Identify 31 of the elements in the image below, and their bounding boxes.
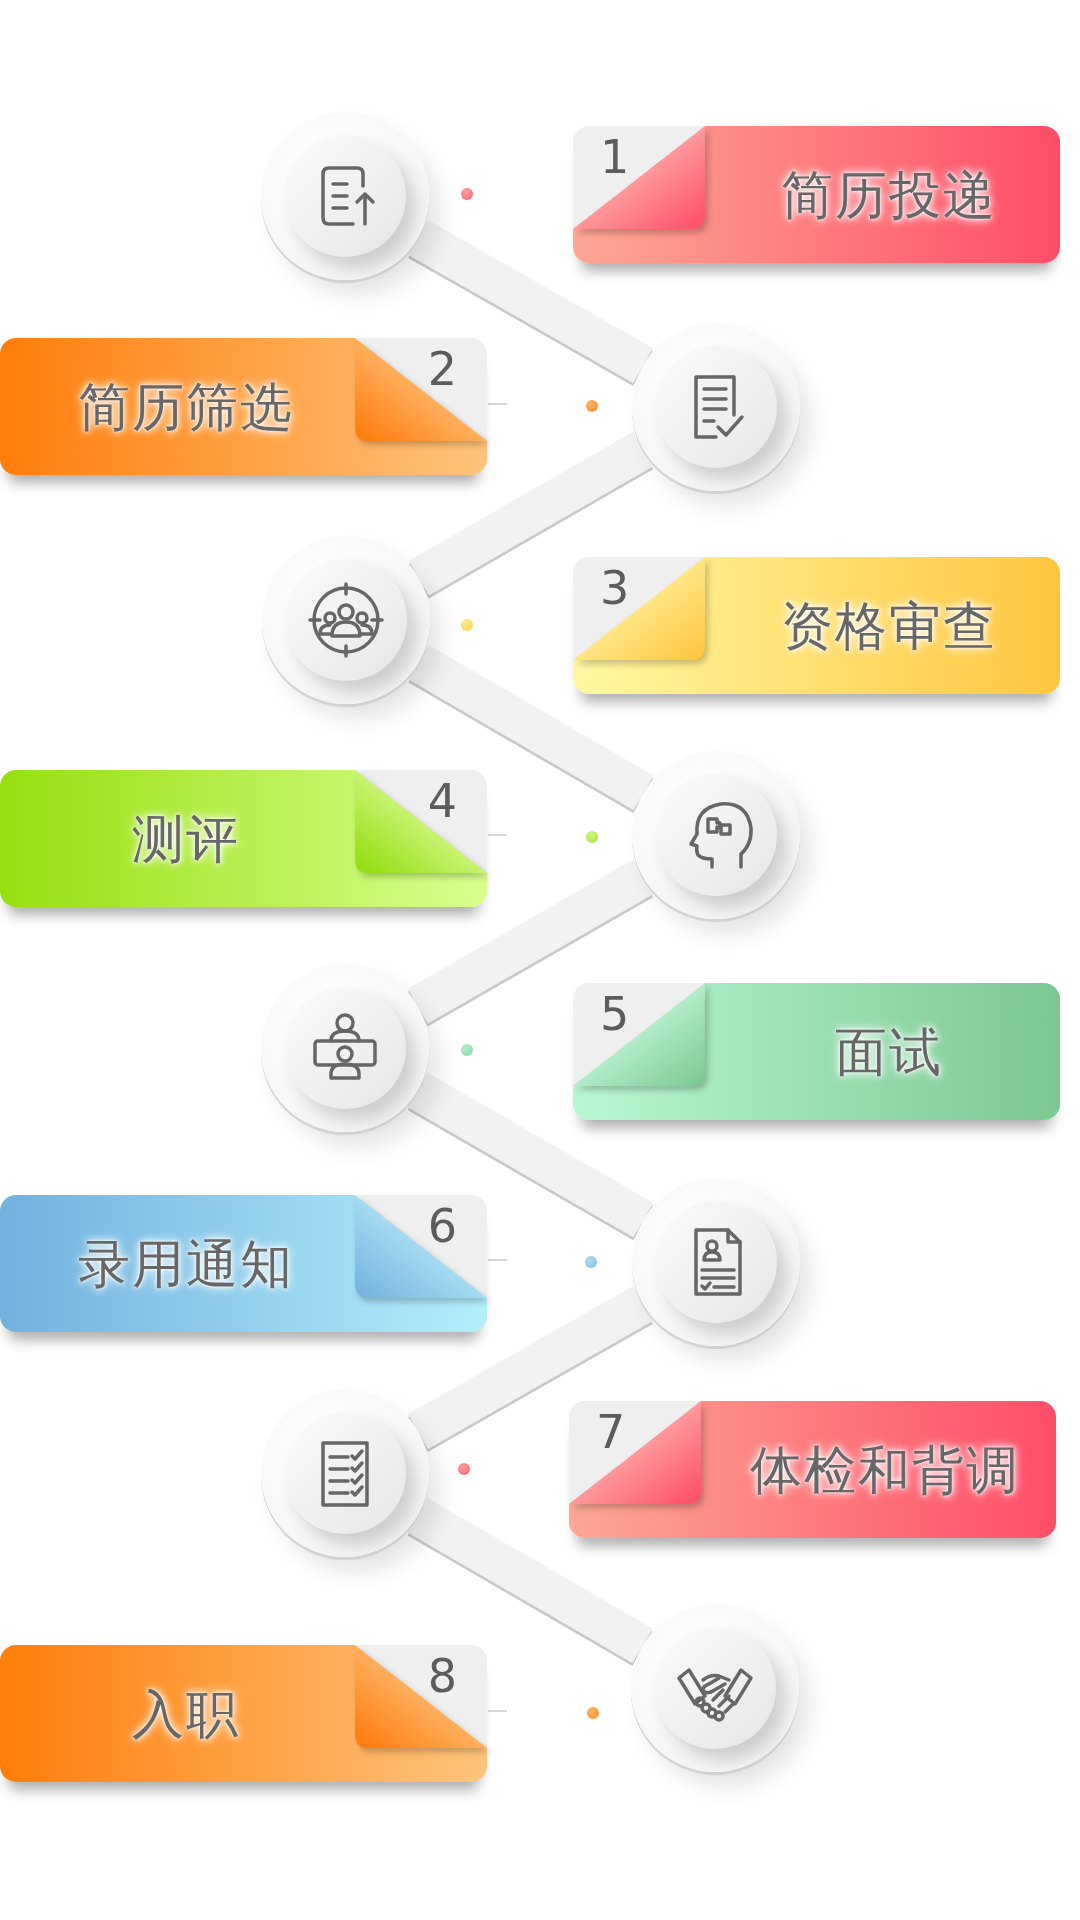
step-number: 7 [596, 1409, 626, 1455]
step-title: 面试 [834, 1025, 943, 1078]
step-number: 3 [600, 565, 630, 611]
step-card [573, 126, 1060, 263]
step-number: 1 [600, 134, 630, 180]
step-number: 6 [427, 1203, 457, 1249]
step-title: 简历筛选 [77, 380, 294, 433]
step-title: 入职 [131, 1687, 240, 1740]
step-card [569, 1401, 1056, 1538]
step-number: 8 [427, 1653, 457, 1699]
step-card [0, 338, 487, 475]
step-number: 4 [427, 778, 457, 824]
connector-band [407, 1497, 653, 1664]
step-card [573, 983, 1060, 1120]
connector-band [407, 1072, 654, 1238]
connector-band [408, 1286, 653, 1449]
step-card [0, 1645, 487, 1782]
step-title: 体检和背调 [749, 1443, 1020, 1496]
connector-band [408, 431, 654, 596]
step-number: 5 [600, 991, 630, 1037]
step-card [0, 1195, 487, 1332]
step-title: 测评 [131, 812, 240, 865]
step-title: 简历投递 [780, 168, 997, 221]
step-card [0, 770, 487, 907]
step-card [573, 557, 1060, 694]
step-title: 资格审查 [780, 599, 997, 652]
step-number: 2 [427, 346, 457, 392]
connector-band [408, 220, 653, 383]
connector-band [408, 644, 654, 811]
connector-band [407, 859, 654, 1024]
step-title: 录用通知 [77, 1237, 294, 1290]
